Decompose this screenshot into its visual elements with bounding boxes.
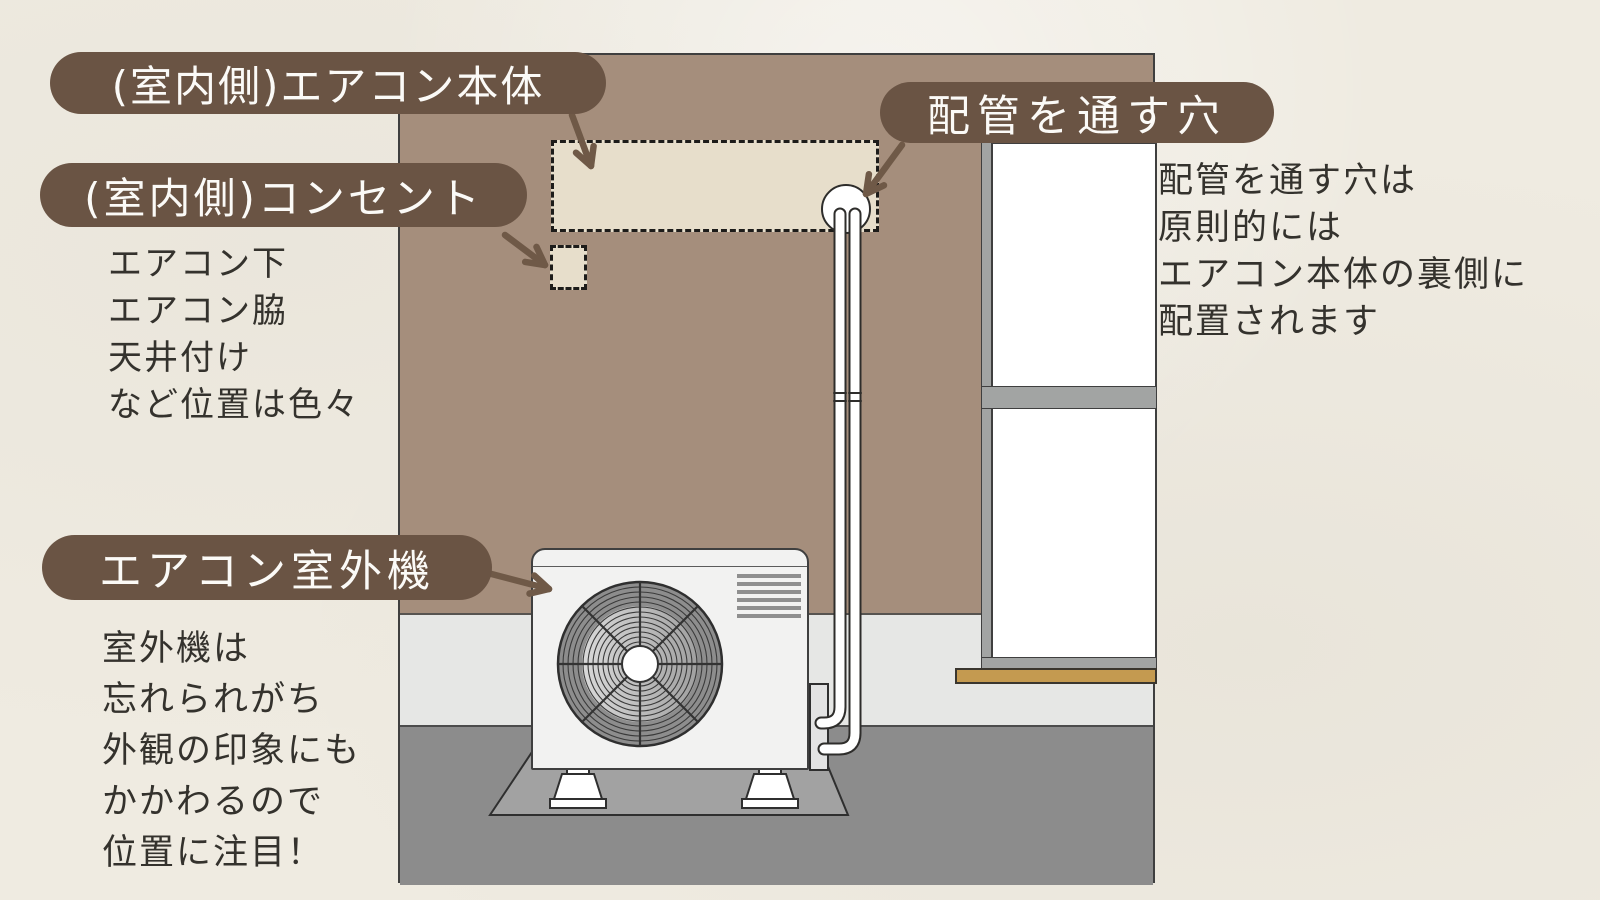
outdoor-unit-foot-left bbox=[549, 764, 607, 809]
note-line: 位置に注目！ bbox=[102, 833, 325, 873]
label-indoor-outlet-text: (室内側)コンセント bbox=[84, 173, 483, 223]
pipes bbox=[814, 207, 862, 756]
note-pipe-hole: 配管を通す穴は 原則的には エアコン本体の裏側に 配置されます bbox=[1158, 152, 1529, 342]
pipe-joint-marks bbox=[833, 392, 862, 402]
note-line: 配置されます bbox=[1158, 302, 1381, 342]
outdoor-unit-seam bbox=[533, 566, 807, 567]
note-line: 外観の印象にも bbox=[102, 731, 362, 771]
window-rail bbox=[981, 386, 1157, 409]
label-outdoor-unit-text: エアコン室外機 bbox=[99, 546, 435, 597]
vent-louvers bbox=[737, 574, 801, 622]
label-pipe-hole: 配管を通す穴 bbox=[880, 82, 1274, 143]
label-indoor-ac-unit: (室内側)エアコン本体 bbox=[50, 52, 606, 114]
label-outdoor-unit: エアコン室外機 bbox=[42, 535, 492, 600]
label-indoor-ac-unit-text: (室内側)エアコン本体 bbox=[111, 61, 545, 111]
note-line: など位置は色々 bbox=[108, 385, 360, 425]
illustration-panel bbox=[398, 53, 1157, 885]
note-outdoor-unit: 室外機は 忘れられがち 外観の印象にも かかわるので 位置に注目！ bbox=[102, 620, 361, 875]
note-line: 室外機は bbox=[102, 629, 251, 669]
note-line: かかわるので bbox=[102, 782, 325, 822]
note-line: 忘れられがち bbox=[102, 680, 325, 720]
note-outlet-position: エアコン下 エアコン脇 天井付け など位置は色々 bbox=[108, 236, 360, 425]
note-line: エアコン脇 bbox=[108, 291, 288, 331]
note-line: エアコン本体の裏側に bbox=[1158, 255, 1529, 295]
note-line: 天井付け bbox=[108, 338, 252, 378]
outdoor-unit bbox=[531, 548, 809, 770]
label-pipe-hole-text: 配管を通す穴 bbox=[927, 91, 1227, 142]
window-sill bbox=[955, 668, 1157, 684]
label-indoor-outlet: (室内側)コンセント bbox=[40, 163, 527, 227]
outdoor-unit-fan bbox=[556, 580, 724, 748]
note-line: 配管を通す穴は bbox=[1158, 161, 1418, 201]
indoor-outlet-outline bbox=[550, 245, 587, 290]
note-line: 原則的には bbox=[1158, 208, 1344, 248]
note-line: エアコン下 bbox=[108, 244, 288, 284]
